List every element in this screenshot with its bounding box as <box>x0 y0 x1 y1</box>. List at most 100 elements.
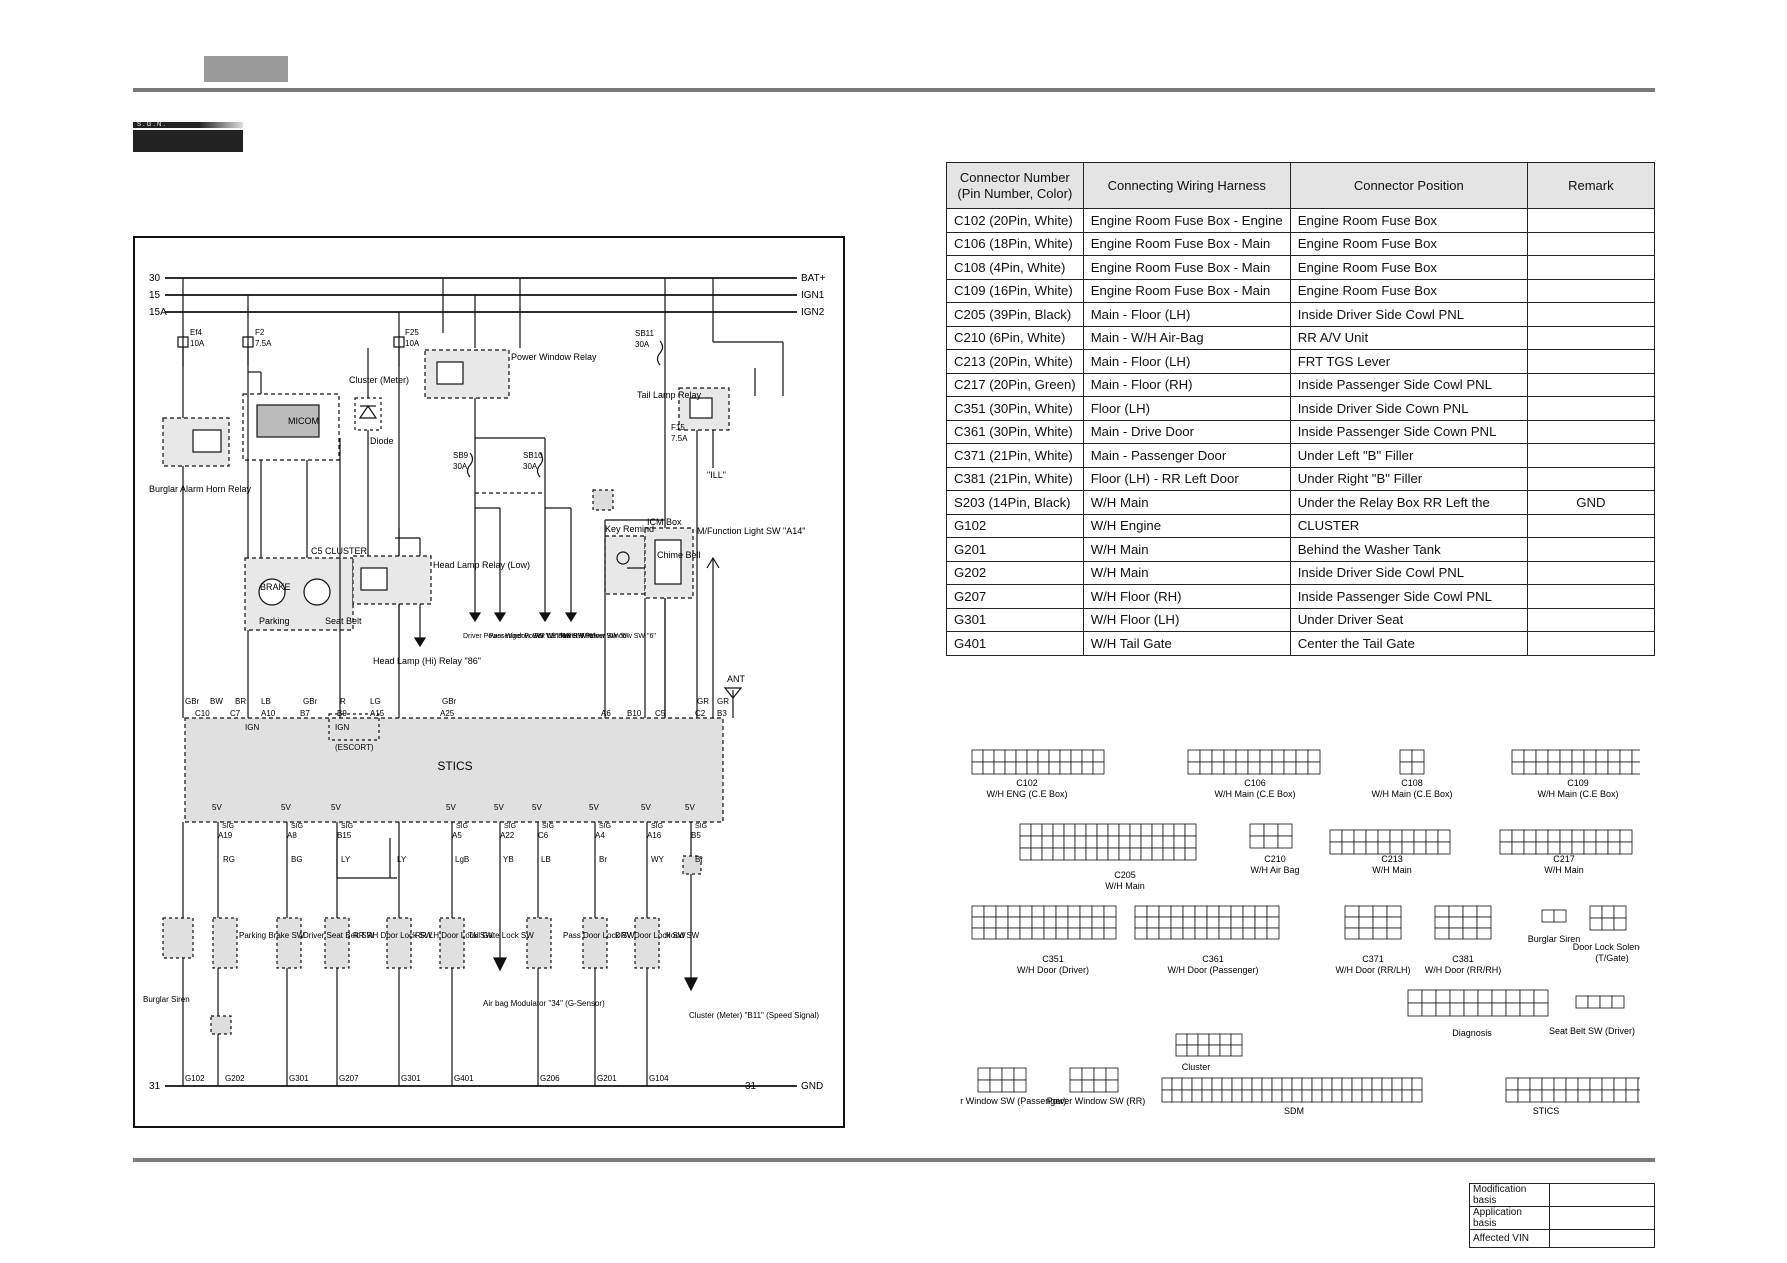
wire-color-label: LB <box>541 855 551 864</box>
connector-pin <box>1448 927 1464 940</box>
connector-pin <box>1030 835 1043 849</box>
connector-pin <box>1184 835 1197 849</box>
connector-name: C217 <box>1553 854 1575 864</box>
connector-pin <box>1559 829 1573 843</box>
stics-pin-label: B10 <box>627 709 642 718</box>
connector-pin <box>1321 1077 1333 1091</box>
connector-pin <box>1505 1002 1521 1017</box>
connector-pin <box>1631 761 1645 775</box>
connector-pin <box>1607 829 1621 843</box>
stics-pin-label: A10 <box>261 709 276 718</box>
connector-pin <box>1182 916 1196 929</box>
connector-pin <box>1386 905 1402 918</box>
connector-pin <box>1261 1077 1273 1091</box>
sig-label: SIG <box>695 823 707 830</box>
stics-pin-label: C5 <box>655 709 666 718</box>
connector-name: C371 <box>1362 954 1384 964</box>
connector-pin <box>1019 847 1032 861</box>
mod-label: Application basis <box>1469 1206 1550 1230</box>
connector-pin <box>1081 1067 1095 1081</box>
wire-color-label: GBr <box>185 697 200 706</box>
connector-pin <box>1523 841 1537 855</box>
table-row: C205 (39Pin, Black)Main - Floor (LH)Insi… <box>946 302 1656 327</box>
connector-pin <box>1055 905 1069 918</box>
connector-pin <box>1399 749 1413 763</box>
connector-pin <box>1007 905 1021 918</box>
connector-pin <box>1529 1077 1543 1091</box>
connector-pin <box>971 927 985 940</box>
connector-pin <box>1613 1077 1627 1091</box>
stics-pin-label: A5 <box>452 831 462 840</box>
connector-pin <box>1043 927 1057 940</box>
connector-pin <box>1505 1089 1519 1103</box>
connector-name: Power Window SW (Passenger) <box>960 1096 1066 1106</box>
connector-pin <box>1399 761 1413 775</box>
connector-pin <box>1162 847 1175 861</box>
connector-pin <box>971 761 984 775</box>
connector-pin <box>1535 841 1549 855</box>
cell-remark <box>1526 537 1656 562</box>
connector-pin <box>1043 916 1057 929</box>
chime-bell-label: Chime Bell <box>657 550 701 560</box>
connector-pin <box>1208 1044 1221 1057</box>
mod-value <box>1549 1206 1655 1230</box>
connector-desc: W/H Door (Driver) <box>1017 965 1089 975</box>
connector-pin <box>1091 927 1105 940</box>
connector-pin <box>1353 829 1367 843</box>
cell-remark <box>1526 513 1656 538</box>
connector-pin <box>1182 905 1196 918</box>
sig-label: SIG <box>456 823 468 830</box>
wire-color-label: LG <box>370 697 381 706</box>
connector-pin <box>1151 847 1164 861</box>
stics-pin-label: A25 <box>440 709 455 718</box>
connector-pin <box>971 749 984 763</box>
connector-pin <box>1218 916 1232 929</box>
head-lamp-relay-label: Head Lamp Relay (Low) <box>433 560 530 570</box>
connector-pin <box>1219 1044 1232 1057</box>
connector-pin <box>1206 927 1220 940</box>
fuse-rating: 30A <box>635 340 650 349</box>
table-row: C381 (21Pin, White)Floor (LH) - RR Left … <box>946 466 1656 491</box>
connector-pin <box>1613 905 1627 919</box>
power-window-switch-label: Driver Power Window SW "15" "16" <box>463 633 573 640</box>
device-label: RR RH Door Lock SW <box>353 931 433 940</box>
connector-pin <box>1197 1044 1210 1057</box>
cell-position: Inside Driver Side Cown PNL <box>1289 396 1528 421</box>
device-label: Burglar Siren <box>143 995 190 1004</box>
connector-pin <box>1048 749 1061 763</box>
vref-label: 5V <box>532 803 542 812</box>
connector-pin <box>1611 995 1625 1009</box>
cell-position: Engine Room Fuse Box <box>1289 231 1528 256</box>
wire-color-label: LY <box>397 855 407 864</box>
connector-desc: W/H Air Bag <box>1250 865 1299 875</box>
connector-pin <box>1462 927 1478 940</box>
vref-label: 5V <box>494 803 504 812</box>
stics-pin-label: A22 <box>500 831 515 840</box>
gnd-label: GND <box>801 1081 823 1092</box>
connector-pin <box>1583 829 1597 843</box>
connector-pin <box>1175 1033 1188 1046</box>
wire-color-label: LgB <box>455 855 469 864</box>
cell-remark <box>1526 560 1656 585</box>
connector-pin <box>1251 1089 1263 1103</box>
cell-position: Inside Passenger Side Cowl PNL <box>1289 584 1528 609</box>
connector-pin <box>1059 761 1072 775</box>
connector-pin <box>1613 917 1627 931</box>
connector-pin <box>1589 905 1603 919</box>
connector-pin <box>1533 989 1549 1004</box>
connector-pin <box>1547 761 1561 775</box>
connector-pin <box>1571 749 1585 763</box>
connector-pin <box>1541 1077 1555 1091</box>
connector-pin <box>1607 841 1621 855</box>
connector-pin <box>1140 823 1153 837</box>
connector-pin <box>1206 916 1220 929</box>
cell-remark <box>1526 278 1656 303</box>
connector-pin <box>1266 927 1280 940</box>
connector-pin <box>1386 927 1402 940</box>
connector-pin <box>1161 1089 1173 1103</box>
ign-label: IGN <box>245 723 259 732</box>
connector-pin <box>1547 841 1561 855</box>
connector-pin <box>1019 927 1033 940</box>
